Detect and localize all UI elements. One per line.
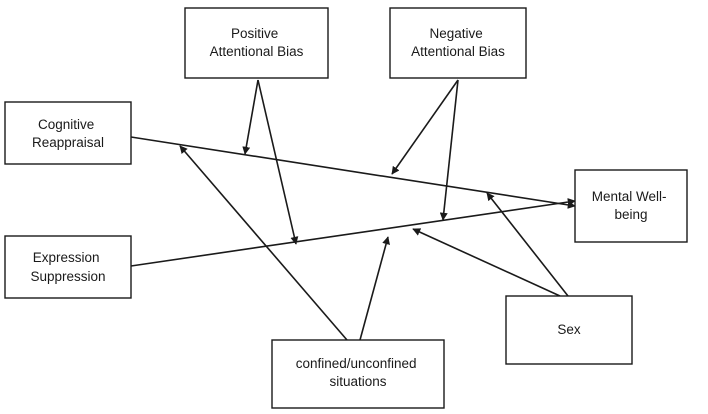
edge-sex-to-reappraisal-path bbox=[486, 192, 569, 297]
node-label: Sex bbox=[557, 322, 581, 337]
node-expression-suppression: Expression Suppression bbox=[4, 235, 132, 299]
edge-situations-to-suppression-path bbox=[359, 236, 390, 341]
node-negative-attentional-bias: Negative Attentional Bias bbox=[389, 7, 527, 79]
edge-expression-suppression-to-mental-wellbeing bbox=[130, 198, 576, 267]
edges-layer bbox=[130, 79, 576, 341]
node-cognitive-reappraisal: Cognitive Reappraisal bbox=[4, 101, 132, 165]
node-label: confined/unconfined situations bbox=[296, 356, 421, 389]
edge-positive-bias-to-reappraisal-path bbox=[242, 79, 259, 155]
edge-negative-bias-to-reappraisal-path bbox=[391, 79, 459, 175]
nodes-layer: Positive Attentional Bias Negative Atten… bbox=[4, 7, 688, 409]
node-label: Expression Suppression bbox=[30, 250, 105, 284]
node-mental-wellbeing: Mental Well- being bbox=[574, 169, 688, 243]
node-confined-unconfined-situations: confined/unconfined situations bbox=[271, 339, 445, 409]
node-label: Positive Attentional Bias bbox=[210, 26, 304, 59]
edge-negative-bias-to-suppression-path bbox=[439, 79, 459, 221]
node-label: Mental Well- being bbox=[592, 189, 671, 222]
node-sex: Sex bbox=[505, 295, 633, 365]
edge-positive-bias-to-suppression-path bbox=[257, 79, 299, 245]
node-positive-attentional-bias: Positive Attentional Bias bbox=[184, 7, 329, 79]
node-label: Negative Attentional Bias bbox=[411, 26, 505, 59]
node-label: Cognitive Reappraisal bbox=[32, 117, 104, 150]
edge-situations-to-reappraisal-path bbox=[179, 145, 348, 341]
edge-cognitive-reappraisal-to-mental-wellbeing bbox=[130, 136, 576, 209]
edge-sex-to-suppression-path bbox=[412, 228, 561, 297]
